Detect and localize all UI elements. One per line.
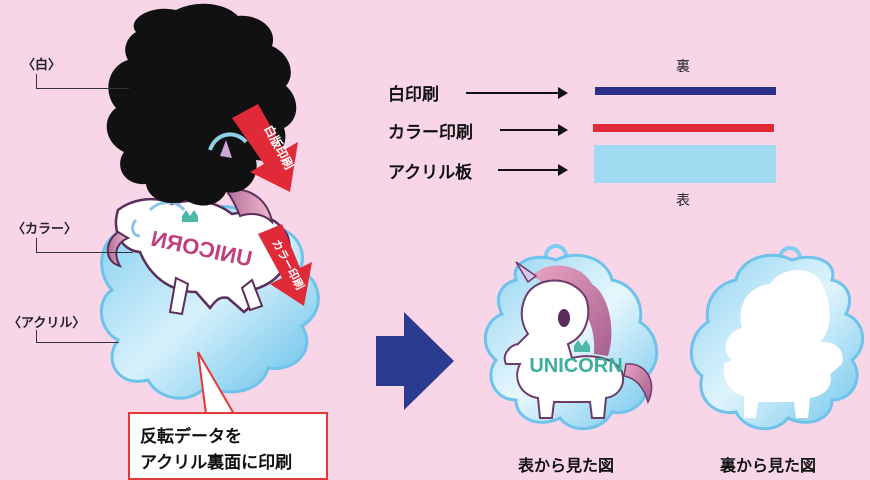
layer-row-label-white: 白印刷: [388, 85, 439, 105]
color-layer-label: 〈カラー〉: [12, 222, 78, 237]
back-side-label: 裏: [676, 59, 690, 75]
layer-row-label-color: カラー印刷: [388, 123, 473, 143]
white-layer-label: 〈白〉: [22, 58, 62, 73]
reverse-print-callout: 反転データを アクリル裏面に印刷: [128, 412, 328, 480]
front-view-logo-text: UNICORN: [529, 355, 622, 377]
callout-line-2: アクリル裏面に印刷: [140, 453, 293, 473]
color-layer-leader: [36, 238, 133, 253]
acrylic-layer-label: 〈アクリル〉: [8, 316, 86, 331]
result-arrow-icon: [376, 312, 454, 410]
acrylic-layer-leader: [36, 330, 119, 343]
front-view-caption: 表から見た図: [518, 456, 615, 475]
white-layer-leader: [36, 74, 129, 89]
white-layer-shape: [106, 3, 297, 206]
color-layer-unicorn: [106, 188, 291, 316]
callout-line-1: 反転データを: [140, 427, 242, 447]
layer-row-arrow-white: [466, 87, 568, 99]
layer-row-arrow-acrylic: [498, 164, 568, 176]
layer-row-arrow-color: [500, 124, 568, 136]
front-side-label: 表: [676, 193, 690, 209]
front-view-charm: UNICORN: [483, 244, 659, 431]
color-print-bar: [593, 124, 774, 132]
white-print-bar: [595, 87, 776, 95]
layer-stack-illustration: UNICORN 白版印刷 カラー印刷: [99, 3, 320, 415]
color-print-arrow: [258, 224, 312, 306]
back-view-charm: [689, 246, 865, 431]
white-print-arrow: [232, 104, 298, 192]
acrylic-plate-bar: [594, 145, 776, 183]
layer-row-label-acrylic: アクリル板: [388, 163, 473, 183]
back-view-caption: 裏から見た図: [720, 456, 817, 475]
